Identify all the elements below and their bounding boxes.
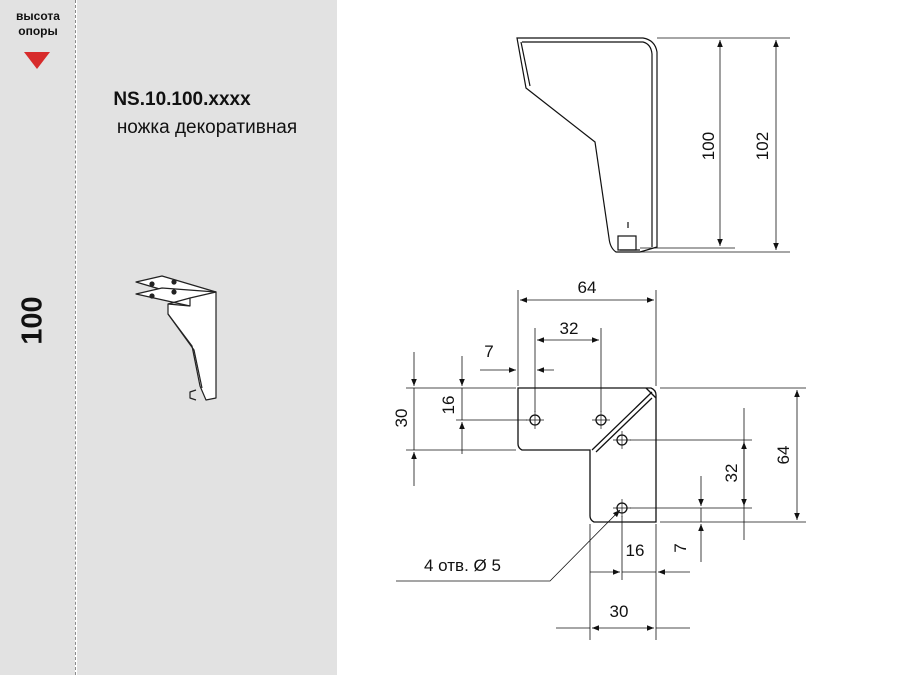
product-code: NS.10.100.xxxx (113, 89, 251, 110)
dim-height-100: 100 (699, 132, 718, 160)
side-view-dimensions (640, 37, 790, 253)
hole-centerlines (526, 411, 631, 517)
dim-depth-30: 30 (392, 409, 411, 428)
leg-thumbnail-image (135, 275, 217, 401)
height-label: высота опоры (6, 9, 70, 39)
holes-note: 4 отв. Ø 5 (424, 556, 501, 575)
dim-offset-right-16: 16 (626, 541, 645, 560)
dim-hole-spacing-32: 32 (560, 319, 579, 338)
height-label-line1: высота (16, 9, 60, 23)
dim-hole-spacing-32-vertical: 32 (722, 464, 741, 483)
top-view (517, 387, 657, 523)
dim-offset-bottom-7: 7 (671, 543, 690, 552)
height-value: 100 (16, 296, 49, 345)
height-label-line2: опоры (18, 24, 58, 38)
left-strip (0, 0, 75, 675)
product-name: ножка декоративная (116, 117, 298, 138)
side-view (516, 37, 658, 253)
dim-width-30-bottom: 30 (610, 602, 629, 621)
down-arrow-icon (24, 52, 50, 69)
dim-height-102: 102 (753, 132, 772, 160)
dim-hole-offset-16: 16 (439, 396, 458, 415)
dim-offset-7: 7 (484, 342, 493, 361)
top-view-dimensions (396, 290, 806, 640)
dim-height-64: 64 (774, 446, 793, 465)
dotted-separator (75, 0, 76, 675)
dim-width-64: 64 (578, 278, 597, 297)
technical-drawing: 100 102 (392, 37, 806, 640)
